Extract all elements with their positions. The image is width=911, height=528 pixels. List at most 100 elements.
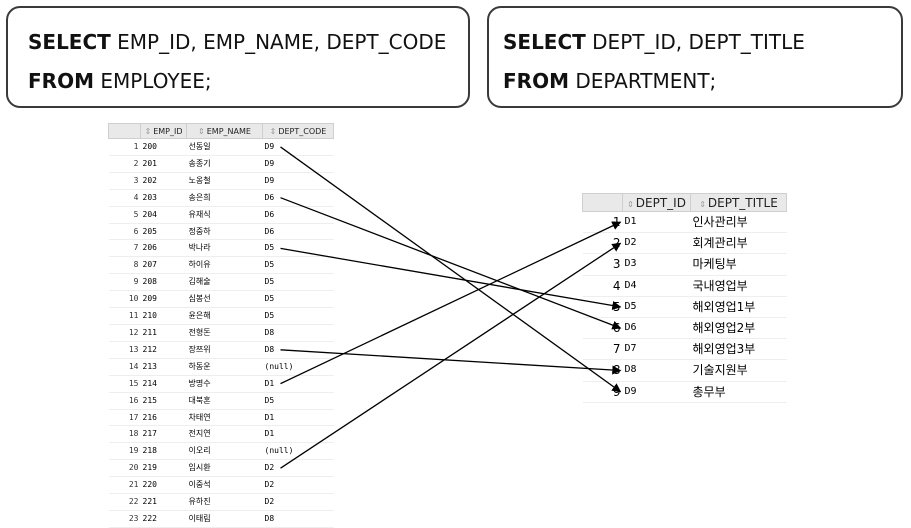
employee-row-cell: 윤은해 (186, 307, 263, 325)
department-row-cell: 기술지원부 (690, 359, 787, 382)
department-row-cell: 국내영업부 (690, 275, 787, 297)
employee-row-cell: 유하진 (186, 493, 263, 511)
employee-row-cell: D8 (262, 341, 334, 359)
employee-row-cell: 22 (108, 493, 141, 511)
employee-row-cell: 209 (140, 290, 187, 309)
employee-row-cell: 21 (108, 476, 141, 495)
employee-row-cell: 214 (140, 375, 187, 393)
employee-row-cell: 205 (140, 223, 187, 241)
sort-icon: ⇕ (269, 126, 277, 136)
employee-row-cell: 하동운 (186, 358, 263, 376)
department-row-cell: 해외영업3부 (690, 338, 787, 361)
employee-row-cell: D2 (262, 459, 334, 478)
employee-row-cell: D8 (262, 324, 334, 342)
employee-row-cell: 201 (140, 155, 187, 173)
employee-row-cell: D5 (262, 239, 334, 258)
department-row-cell: D4 (622, 275, 691, 297)
select-line: SELECT EMP_ID, EMP_NAME, DEPT_CODE (28, 30, 446, 54)
employee-row-cell: D5 (262, 256, 334, 275)
employee-row-cell: 14 (108, 358, 141, 376)
employee-row-cell: 15 (108, 375, 141, 393)
emp-name-header[interactable]: ⇕EMP_NAME (186, 123, 263, 139)
employee-row-cell: 이오리 (186, 442, 263, 461)
query-box-department: SELECT DEPT_ID, DEPT_TITLE FROM DEPARTME… (487, 6, 903, 108)
from-line: FROM EMPLOYEE; (28, 69, 212, 93)
department-row-cell: D6 (622, 317, 691, 340)
employee-row-cell: 13 (108, 341, 141, 359)
select-line: SELECT DEPT_ID, DEPT_TITLE (503, 30, 805, 54)
from-table: DEPARTMENT; (568, 69, 717, 93)
employee-row-cell: 유재식 (186, 206, 263, 224)
employee-row-cell: 송종기 (186, 155, 263, 173)
employee-row-cell: 7 (108, 239, 141, 258)
employee-row-cell: 210 (140, 307, 187, 325)
join-arrow (280, 242, 622, 469)
select-keyword: SELECT (503, 30, 586, 54)
emp-id-header[interactable]: ⇕EMP_ID (140, 123, 187, 139)
department-row-cell: 해외영업2부 (690, 317, 787, 340)
employee-row-cell: D9 (262, 138, 334, 156)
employee-row-cell: 2 (108, 155, 141, 173)
department-row-cell: 7 (582, 338, 623, 361)
employee-row-cell: 6 (108, 223, 141, 241)
employee-row-cell: D5 (262, 392, 334, 410)
sort-icon: ⇕ (198, 126, 205, 136)
row-number-header (582, 193, 623, 212)
employee-row-cell: 204 (140, 206, 187, 224)
employee-row-cell: D5 (262, 273, 334, 292)
dept-title-header[interactable]: ⇕DEPT_TITLE (690, 193, 787, 212)
employee-row-cell: 202 (140, 172, 187, 190)
query-box-employee: SELECT EMP_ID, EMP_NAME, DEPT_CODE FROM … (6, 6, 470, 108)
employee-row-cell: 218 (140, 442, 187, 461)
join-arrow (280, 247, 622, 311)
dept-code-header[interactable]: ⇕DEPT_CODE (262, 123, 334, 139)
sort-icon: ⇕ (144, 126, 152, 136)
employee-row-cell: 10 (108, 290, 141, 309)
employee-row-cell: D1 (262, 375, 334, 393)
employee-row-cell: 211 (140, 324, 187, 342)
select-columns: EMP_ID, EMP_NAME, DEPT_CODE (110, 30, 447, 54)
department-row-cell: 마케팅부 (690, 253, 787, 276)
employee-row-cell: D2 (262, 476, 334, 495)
department-row-cell: D3 (622, 253, 691, 276)
employee-row-cell: 차태연 (186, 409, 263, 427)
employee-row-cell: 216 (140, 409, 187, 427)
department-row[interactable]: 5D5해외영업1부 (582, 296, 787, 319)
employee-row-cell: 213 (140, 358, 187, 376)
employee-row-cell: 전형돈 (186, 324, 263, 342)
employee-row-cell: (null) (262, 442, 334, 461)
employee-row-cell: D5 (262, 290, 334, 309)
employee-row-cell: 207 (140, 256, 187, 275)
join-arrow (280, 146, 622, 393)
employee-row-cell: D6 (262, 189, 334, 207)
